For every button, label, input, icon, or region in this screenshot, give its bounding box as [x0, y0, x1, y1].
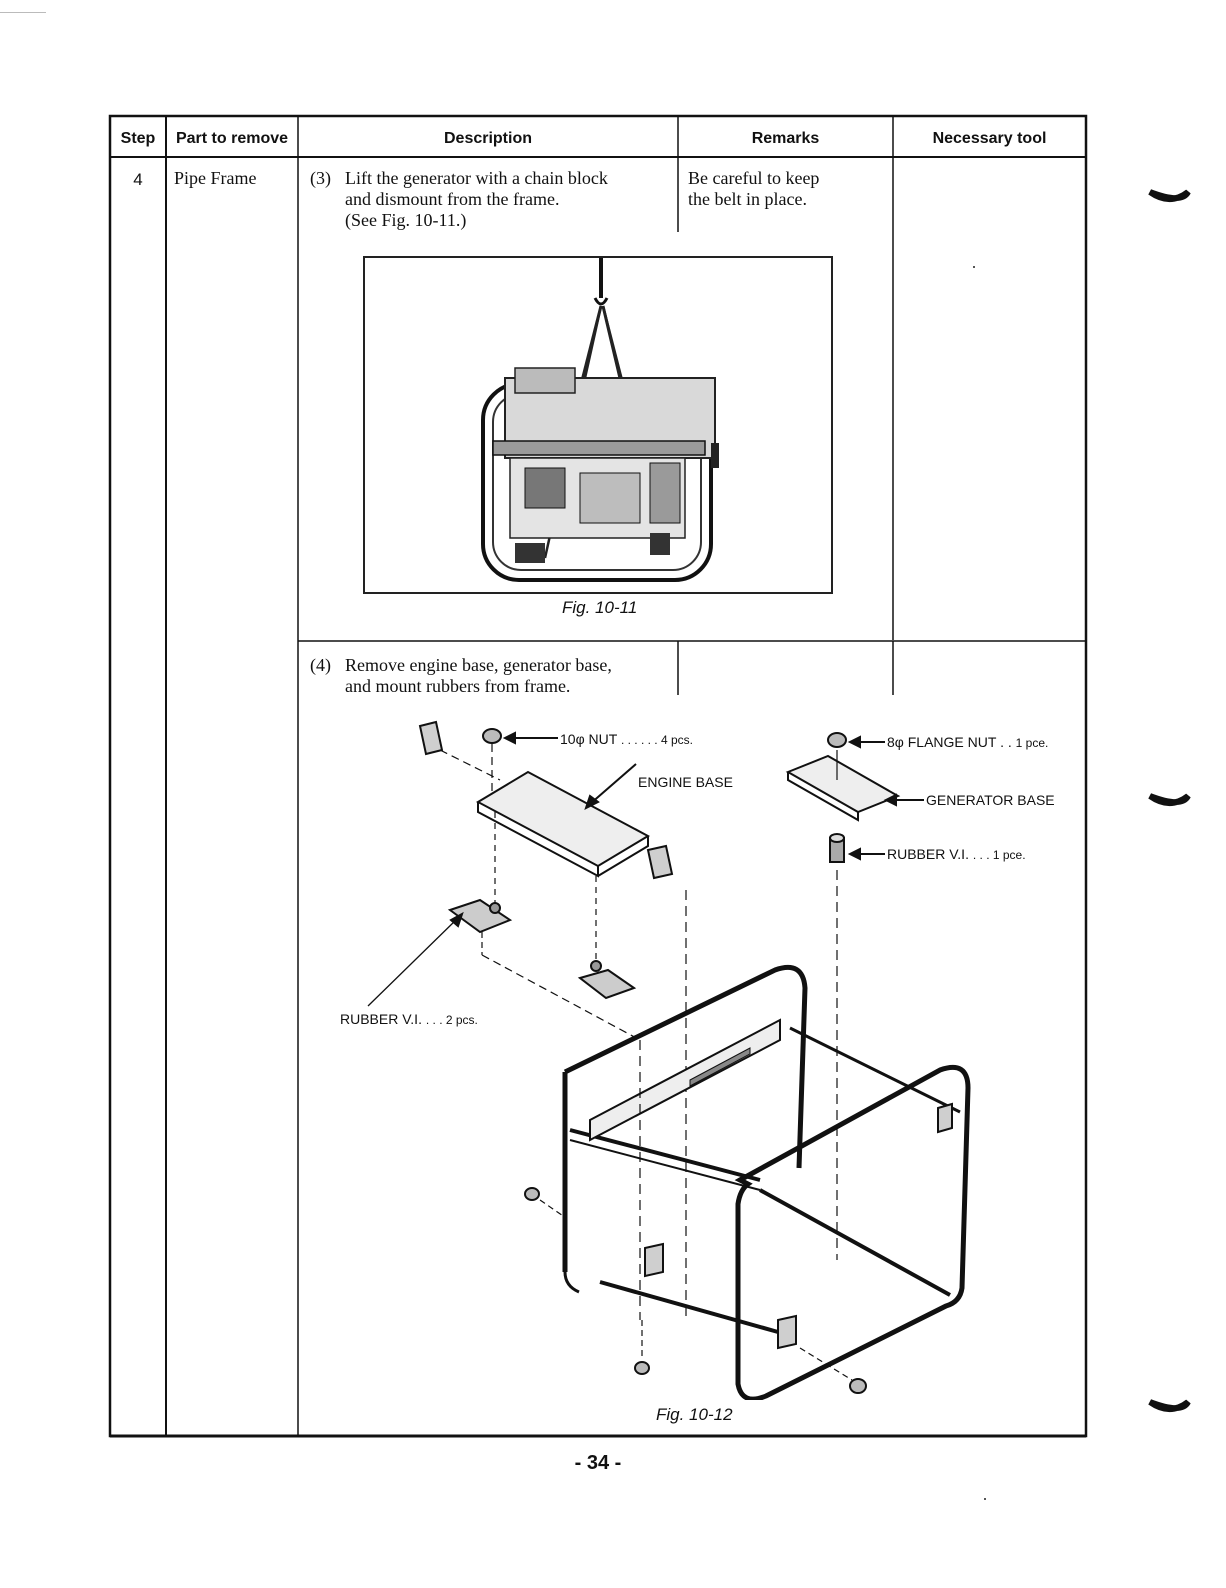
label-10-nut-qty: . . . . . . 4 pcs.	[620, 733, 693, 747]
label-rubber-left-text: RUBBER V.I.	[340, 1011, 422, 1027]
label-10-nut-text: 10φ NUT	[560, 731, 618, 747]
figure-10-12-caption: Fig. 10-12	[656, 1405, 733, 1424]
label-flange-nut-qty: 1 pce.	[1015, 736, 1049, 750]
step4-line2: and mount rubbers from frame.	[345, 676, 571, 696]
page-number: - 34 -	[574, 1452, 622, 1474]
label-10-nut: 10φ NUT . . . . . . 4 pcs.	[560, 731, 693, 747]
label-rubber-left: RUBBER V.I. . . . 2 pcs.	[340, 1011, 478, 1027]
label-generator-base: GENERATOR BASE	[926, 792, 1055, 808]
step3-line1: Lift the generator with a chain block	[345, 168, 608, 188]
label-rubber-right-qty: . . . 1 pce.	[972, 848, 1026, 862]
step4-number: (4)	[310, 655, 331, 675]
scan-mark	[0, 12, 46, 13]
label-flange-nut-text: 8φ FLANGE NUT . .	[887, 734, 1012, 750]
header-remarks: Remarks	[751, 130, 820, 147]
header-description: Description	[443, 130, 532, 147]
scan-dot	[973, 266, 975, 268]
label-flange-nut: 8φ FLANGE NUT . . 1 pce.	[887, 734, 1048, 750]
step4-line1: Remove engine base, generator base,	[345, 655, 612, 675]
step3-number: (3)	[310, 168, 331, 188]
header-necessary-tool: Necessary tool	[932, 130, 1047, 147]
label-rubber-right: RUBBER V.I. . . . 1 pce.	[887, 846, 1026, 862]
step3-remark-line1: Be careful to keep	[688, 168, 820, 188]
exploded-view-illustration	[367, 720, 971, 1400]
figure-10-11-photo	[363, 256, 833, 594]
step3-line2: and dismount from the frame.	[345, 189, 560, 209]
label-rubber-left-qty: . . . 2 pcs.	[425, 1013, 478, 1027]
generator-lifted-illustration	[481, 258, 719, 582]
part-name: Pipe Frame	[174, 168, 257, 188]
figure-10-12-diagram	[300, 700, 1086, 1400]
step3-remark-line2: the belt in place.	[688, 189, 807, 209]
header-step: Step	[120, 130, 156, 147]
scan-dot	[984, 1498, 986, 1500]
step3-line3: (See Fig. 10-11.)	[345, 210, 467, 230]
step-number: 4	[133, 170, 143, 189]
header-part-to-remove: Part to remove	[175, 130, 289, 147]
label-engine-base: ENGINE BASE	[638, 774, 733, 790]
figure-10-11-caption: Fig. 10-11	[562, 598, 638, 617]
label-rubber-right-text: RUBBER V.I.	[887, 846, 969, 862]
